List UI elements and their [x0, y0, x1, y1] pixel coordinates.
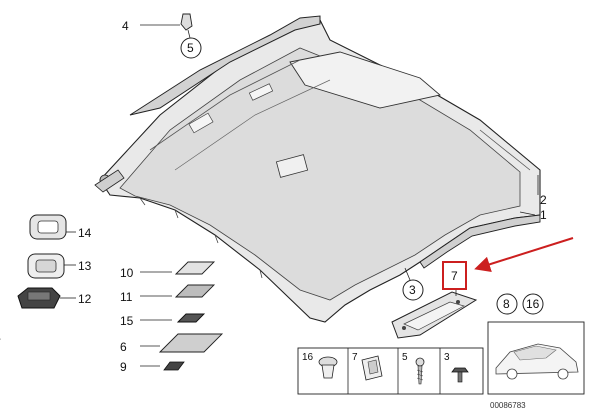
- console-part-9: 9: [120, 360, 184, 374]
- callout-11: 11: [120, 290, 133, 304]
- strip-label-3: 3: [444, 352, 450, 363]
- console-part-6: 6: [0, 334, 222, 354]
- callout-15: 15: [120, 314, 134, 328]
- callout-10: 10: [120, 266, 134, 280]
- callout-4: 4: [122, 19, 129, 33]
- callout-9: 9: [120, 360, 127, 374]
- callout-2: 2: [540, 193, 547, 207]
- callout-6: 6: [120, 340, 127, 354]
- callout-7: 7: [451, 269, 458, 283]
- console-part-10: 10: [120, 262, 214, 280]
- strip-label-16: 16: [302, 352, 314, 363]
- red-arrow: [478, 238, 573, 268]
- strip-label-5: 5: [402, 352, 408, 363]
- grab-handle-7: [392, 290, 476, 338]
- reference-number: 00086783: [490, 401, 526, 410]
- console-part-15: 15: [120, 314, 204, 328]
- callout-13: 13: [78, 259, 92, 273]
- lamp-lens-13: 13: [28, 254, 92, 278]
- callout-5: 5: [187, 41, 194, 55]
- callout-12: 12: [78, 292, 92, 306]
- console-part-11: 11: [120, 285, 214, 304]
- clip-part-4: 4 5: [122, 14, 201, 58]
- car-thumbnail: [488, 322, 584, 394]
- callout-1: 1: [540, 208, 547, 222]
- callout-16: 16: [526, 297, 540, 311]
- callout-8: 8: [503, 297, 510, 311]
- spring-clip-icon: [362, 356, 382, 380]
- strip-label-7: 7: [352, 352, 358, 363]
- hardware-strip: 16 7 5 3: [298, 348, 483, 394]
- headliner-panel: [95, 16, 540, 322]
- callout-3: 3: [409, 283, 416, 297]
- lamp-housing-12: 12: [18, 288, 92, 308]
- callout-14: 14: [78, 226, 92, 240]
- lamp-frame-14: 14: [30, 215, 92, 240]
